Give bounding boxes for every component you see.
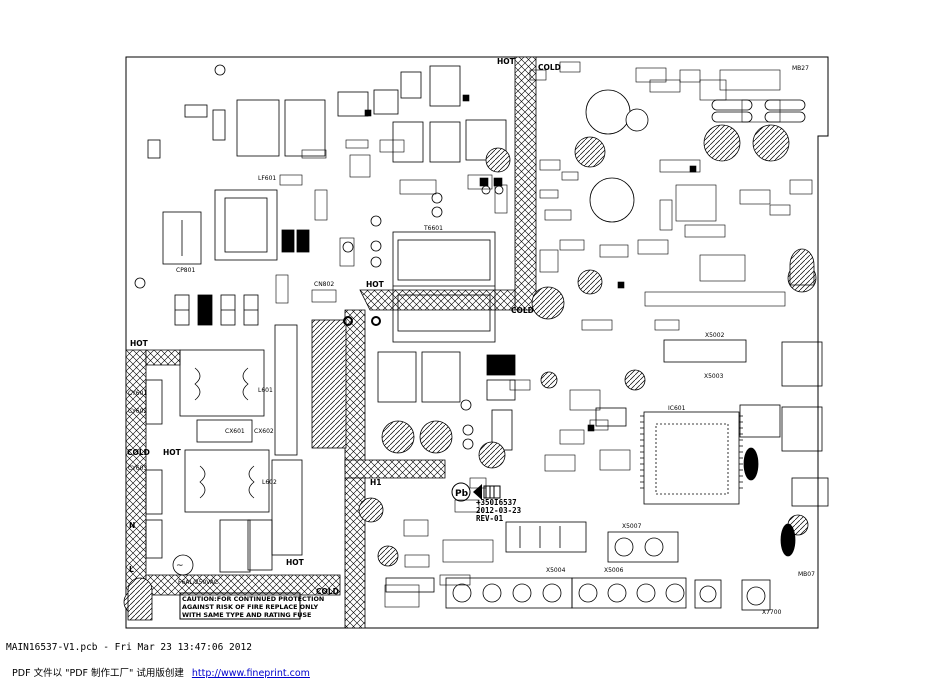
zone-label-cold-top: COLD: [538, 63, 561, 72]
heatsink-area: [311, 319, 347, 449]
right-connectors: [711, 99, 829, 611]
terminal-l-label: L: [129, 565, 134, 574]
footer-file-info: MAIN16537-V1.pcb - Fri Mar 23 13:47:06 2…: [6, 642, 252, 653]
zone-label-cold-center: COLD: [511, 306, 534, 315]
ref-cy603: CY603: [128, 465, 147, 472]
footer-pdf-text: PDF 文件以 "PDF 制作工厂" 试用版创建: [12, 668, 184, 679]
zone-label-cold-bottom: COLD: [316, 587, 339, 596]
electrolytic-capacitors: [123, 89, 817, 615]
relay-blocks: [337, 65, 516, 451]
zone-label-hot-bottom: HOT: [286, 558, 305, 567]
main-ic: [595, 339, 781, 505]
ref-x5003: X5003: [704, 373, 724, 380]
footer-url-link[interactable]: http://www.fineprint.com: [191, 668, 310, 679]
ref-cy601: CY601: [128, 390, 147, 397]
board-outline: [125, 56, 829, 629]
ref-l601: L601: [258, 387, 273, 394]
zone-label-cold-left: COLD: [127, 448, 150, 457]
ref-x5004: X5004: [546, 567, 566, 574]
h1-label: H1: [370, 478, 382, 487]
svg-text:Pb: Pb: [455, 489, 469, 499]
ref-cx601: CX601: [225, 428, 245, 435]
caution-line-2: AGAINST RISK OF FIRE REPLACE ONLY: [182, 603, 319, 611]
zone-label-hot-left: HOT: [130, 339, 149, 348]
ref-x5007: X5007: [622, 523, 642, 530]
terminal-n-label: N: [129, 521, 135, 530]
pb-free-logo: Pb: [451, 482, 501, 502]
common-mode-chokes: ~: [145, 324, 303, 576]
bridge-diodes: [174, 229, 310, 326]
svg-text:~: ~: [176, 561, 184, 571]
ref-transformer: T6601: [423, 225, 443, 232]
board-revision: REV-01: [476, 514, 504, 523]
main-transformer: [392, 231, 496, 343]
ref-cp801: CP801: [176, 267, 195, 274]
board-date: 2012-03-23: [476, 506, 522, 515]
zone-label-hot-center: HOT: [366, 280, 385, 289]
ref-x5006: X5006: [604, 567, 624, 574]
part-number: +350I6537: [476, 498, 517, 507]
zone-label-hot-top: HOT: [497, 57, 516, 66]
ref-l602: L602: [262, 479, 277, 486]
mounting-holes: [127, 248, 815, 621]
footer-pdf-notice: PDF 文件以 "PDF 制作工厂" 试用版创建 http://www.finep…: [6, 654, 310, 679]
fuse-rating: F6AL/250VAC: [178, 579, 218, 586]
ref-cx602: CX602: [254, 428, 274, 435]
caution-box: CAUTION:FOR CONTINUED PROTECTION AGAINST…: [179, 592, 324, 620]
ref-mb27: MB27: [792, 65, 809, 72]
zone-label-hot-left2: HOT: [163, 448, 182, 457]
caution-line-1: CAUTION:FOR CONTINUED PROTECTION: [182, 595, 324, 603]
ref-ic601: IC601: [668, 405, 686, 412]
ref-mb07: MB07: [798, 571, 815, 578]
ref-x5002: X5002: [705, 332, 725, 339]
smd-components: [275, 61, 813, 608]
top-diodes: [364, 94, 697, 432]
input-filter-section: [147, 99, 326, 265]
ref-cn802: CN802: [314, 281, 334, 288]
ref-lf601: LF601: [258, 175, 276, 182]
bottom-connectors: [385, 521, 722, 609]
ref-x7700: X7700: [762, 609, 782, 616]
caution-line-3: WITH SAME TYPE AND RATING FUSE: [182, 611, 311, 619]
ref-cy602: CY602: [128, 408, 147, 415]
